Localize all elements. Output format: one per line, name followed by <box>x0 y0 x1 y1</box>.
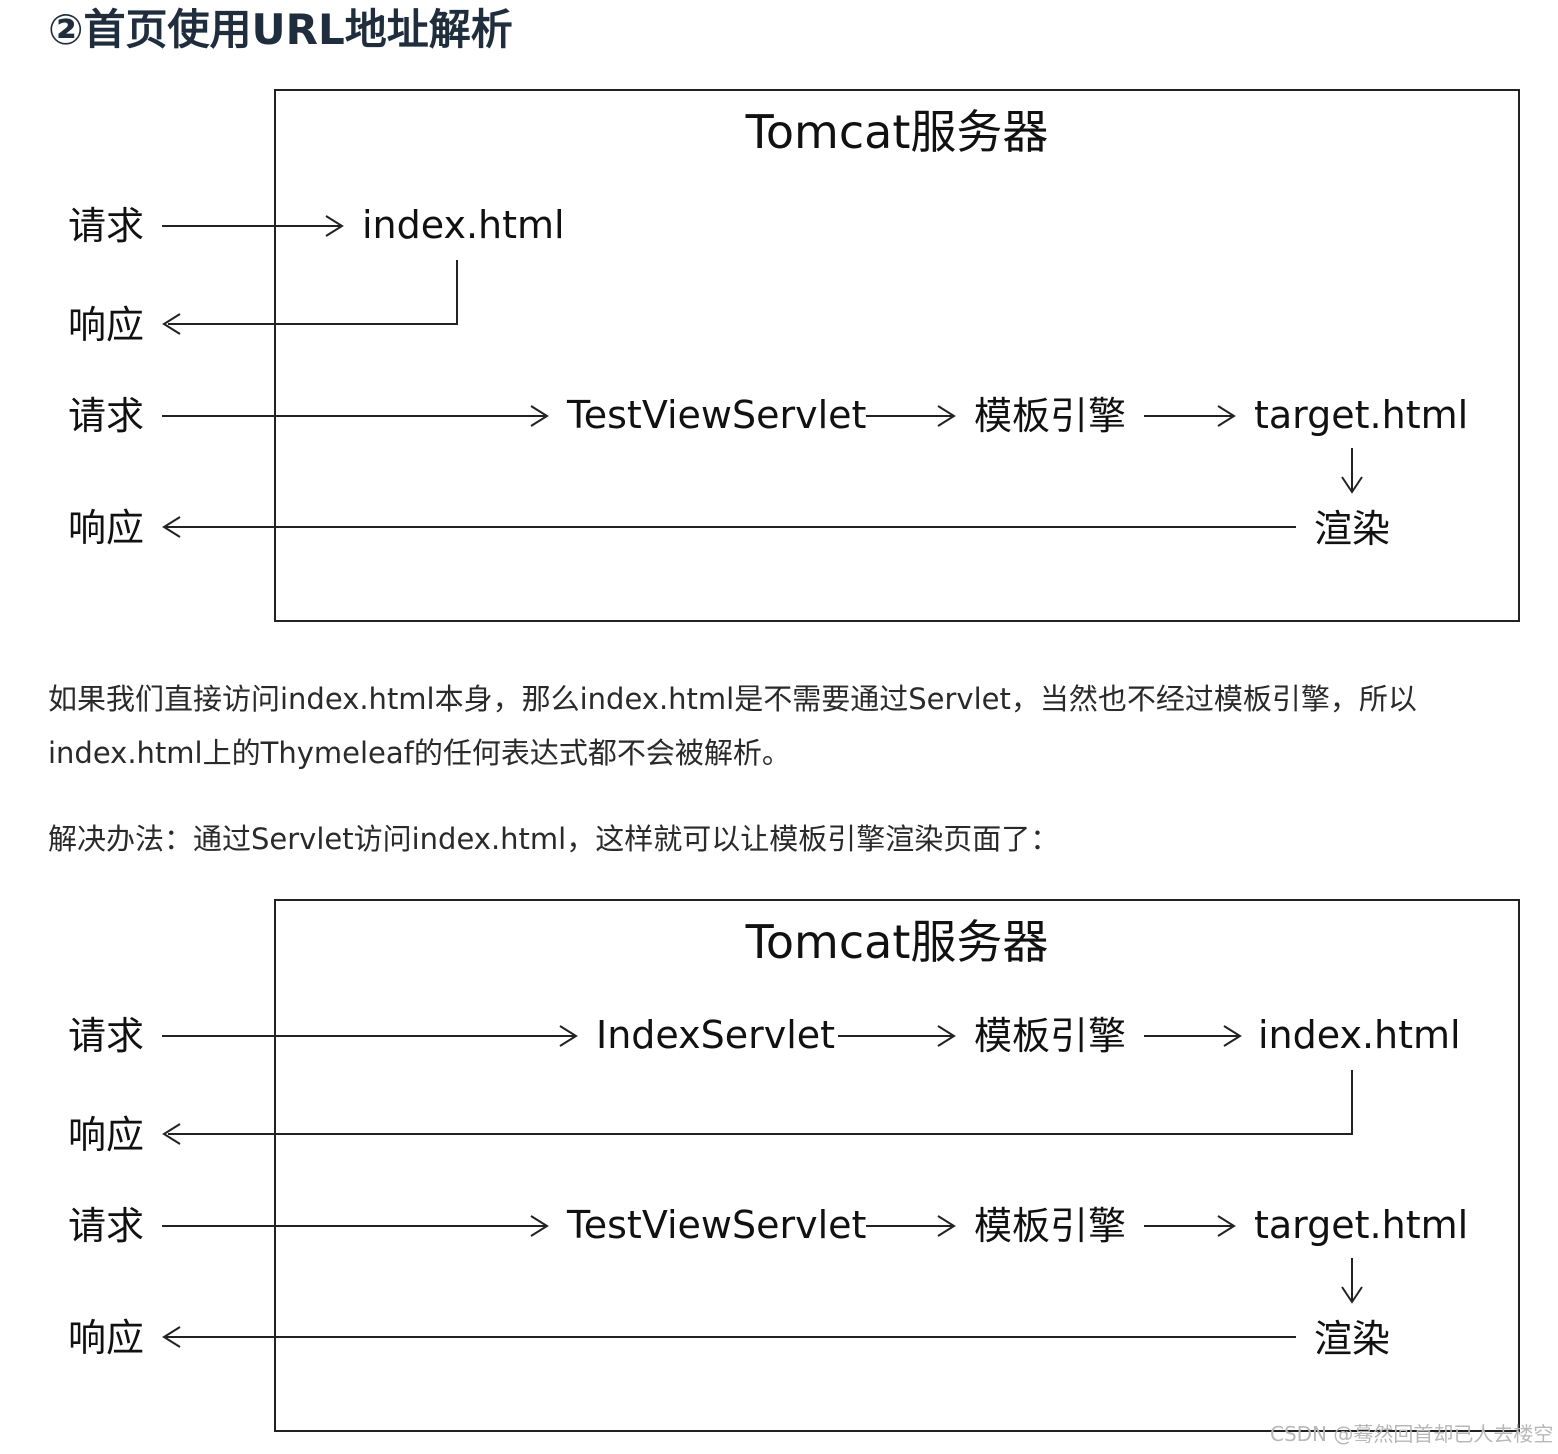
target-to-render-arrowhead <box>1341 1286 1363 1304</box>
servlet-to-engine-arrowhead <box>937 1215 956 1237</box>
tomcat-server-box <box>274 899 1520 1432</box>
response-arrowhead <box>162 313 181 335</box>
request-label: 请求 <box>68 204 144 248</box>
request-arrowhead <box>530 405 549 427</box>
engine-to-target-arrowhead <box>1217 1215 1236 1237</box>
target-html-node: target.html <box>1254 1203 1468 1247</box>
response-arrowhead <box>162 1123 181 1145</box>
tomcat-diagram-servlet-access: Tomcat服务器 请求 IndexServlet 模板引擎 index.htm… <box>0 890 1558 1450</box>
engine-to-index-arrowhead <box>1223 1025 1242 1047</box>
request-arrowhead <box>559 1025 578 1047</box>
index-html-node: index.html <box>362 203 565 247</box>
solution-paragraph: 解决办法：通过Servlet访问index.html，这样就可以让模板引擎渲染页… <box>48 822 1060 856</box>
tomcat-server-box <box>274 89 1520 622</box>
diagram-title: Tomcat服务器 <box>745 915 1049 969</box>
response-label: 响应 <box>68 506 144 550</box>
tomcat-diagram-direct-access: Tomcat服务器 请求 index.html 响应 请求 TestViewSe… <box>0 80 1558 640</box>
section-heading: ②首页使用URL地址解析 <box>48 5 513 54</box>
request-label: 请求 <box>68 394 144 438</box>
request-arrowhead <box>325 215 344 237</box>
template-engine-node: 模板引擎 <box>974 394 1126 438</box>
response-arrowhead <box>162 1326 181 1348</box>
template-engine-node: 模板引擎 <box>974 1204 1126 1248</box>
request-arrowhead <box>530 1215 549 1237</box>
request-label: 请求 <box>68 1204 144 1248</box>
explanation-paragraph: 如果我们直接访问index.html本身，那么index.html是不需要通过S… <box>48 682 1417 770</box>
response-label: 响应 <box>68 1113 144 1157</box>
response-connector <box>168 1070 1353 1135</box>
servlet-node: TestViewServlet <box>566 393 866 437</box>
response-connector <box>168 260 458 325</box>
target-html-node: target.html <box>1254 393 1468 437</box>
index-servlet-node: IndexServlet <box>596 1013 835 1057</box>
response-label: 响应 <box>68 303 144 347</box>
template-engine-node: 模板引擎 <box>974 1014 1126 1058</box>
render-node: 渲染 <box>1314 507 1390 551</box>
csdn-watermark: CSDN @蓦然回首却已人去楼空 <box>1270 1422 1554 1446</box>
servlet-to-engine-arrowhead <box>937 405 956 427</box>
response-label: 响应 <box>68 1316 144 1360</box>
servlet-node: TestViewServlet <box>566 1203 866 1247</box>
response-arrowhead <box>162 516 181 538</box>
engine-to-target-arrowhead <box>1217 405 1236 427</box>
request-label: 请求 <box>68 1014 144 1058</box>
servlet-to-engine-arrowhead <box>937 1025 956 1047</box>
target-to-render-arrowhead <box>1341 476 1363 494</box>
render-node: 渲染 <box>1314 1317 1390 1361</box>
index-html-node: index.html <box>1258 1013 1461 1057</box>
diagram-title: Tomcat服务器 <box>745 105 1049 159</box>
